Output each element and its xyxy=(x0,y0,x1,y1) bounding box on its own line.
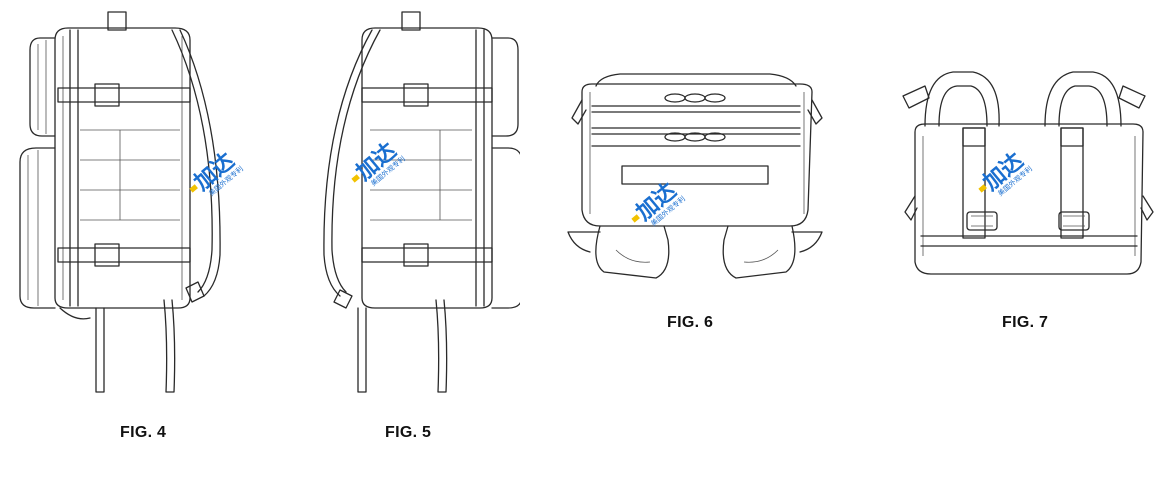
figure-6-drawing xyxy=(567,73,823,279)
figure-7-caption: FIG. 7 xyxy=(1002,314,1049,331)
figure-5-caption: FIG. 5 xyxy=(385,424,432,441)
figure-7-drawing xyxy=(902,71,1154,275)
figure-4-drawing xyxy=(19,11,221,393)
watermark-logo-2: 加达 美国外观专利 xyxy=(351,138,407,187)
figure-6: 加达 美国外观专利 xyxy=(560,0,830,501)
watermark-logo-1: 加达 美国外观专利 xyxy=(189,148,245,197)
figure-4: 加达 美国外观专利 xyxy=(0,0,270,501)
figure-5: 加达 美国外观专利 xyxy=(300,0,520,501)
figure-5-drawing xyxy=(323,11,520,393)
watermark-logo-4: 加达 美国外观专利 xyxy=(978,148,1034,197)
figure-7: 加达 美国外观专利 xyxy=(895,0,1164,501)
figure-6-caption: FIG. 6 xyxy=(667,314,714,331)
figure-4-caption: FIG. 4 xyxy=(120,424,167,441)
watermark-logo-3: 加达 美国外观专利 xyxy=(631,178,687,227)
